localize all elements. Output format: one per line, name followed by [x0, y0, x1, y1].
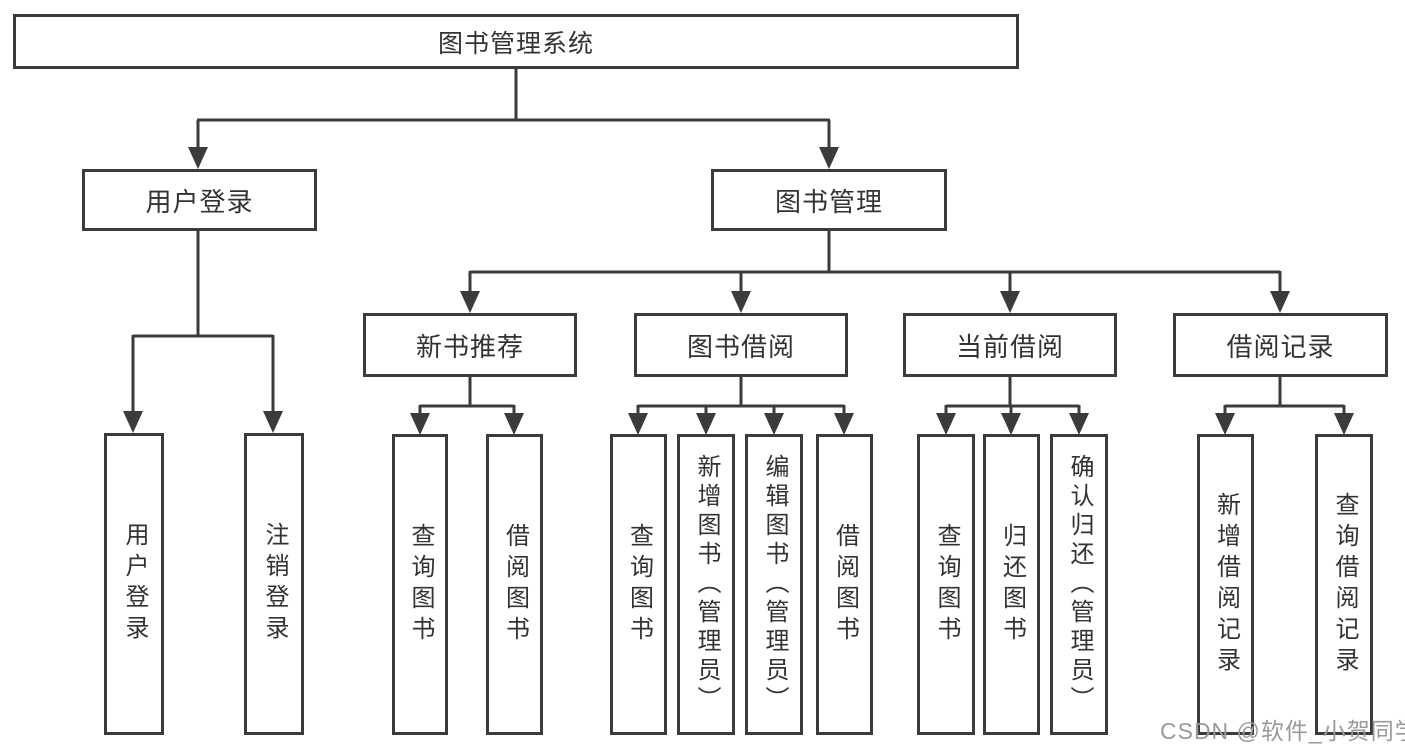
node-label: 用户登录 [145, 186, 254, 217]
node-label: 归还图书 [998, 522, 1026, 647]
node-bb-borrow-books: 借阅图书 [816, 434, 873, 735]
node-label: 图书借阅 [686, 331, 795, 362]
node-label: 查询图书 [407, 522, 434, 647]
node-label: 编辑图书（管理员） [761, 454, 788, 715]
node-cb-query-books: 查询图书 [917, 434, 975, 735]
node-borrowing-records: 借阅记录 [1173, 313, 1388, 377]
node-label: 图书管理 [774, 186, 883, 217]
node-cb-confirm-return-admin: 确认归还（管理员） [1050, 434, 1108, 735]
node-label: 图书管理系统 [437, 29, 594, 58]
node-label: 新书推荐 [415, 331, 524, 362]
node-br-query-record: 查询借阅记录 [1315, 434, 1373, 735]
arrow-down-icons [123, 147, 1354, 435]
node-label: 新增借阅记录 [1212, 491, 1240, 678]
node-label: 查询借阅记录 [1331, 491, 1358, 678]
node-current-borrowing: 当前借阅 [903, 313, 1117, 377]
node-new-book-recommendation: 新书推荐 [363, 313, 577, 377]
node-user-login: 用户登录 [82, 169, 317, 231]
node-bb-add-books-admin: 新增图书（管理员） [677, 434, 735, 735]
node-label: 新增图书（管理员） [693, 454, 720, 715]
node-library-management-system: 图书管理系统 [13, 14, 1019, 69]
node-label: 借阅图书 [831, 522, 859, 647]
node-logout: 注销登录 [244, 433, 304, 735]
node-nbr-borrow-books: 借阅图书 [486, 434, 543, 735]
node-bb-edit-books-admin: 编辑图书（管理员） [745, 434, 803, 735]
node-user-login-action: 用户登录 [104, 433, 164, 735]
node-label: 当前借阅 [955, 331, 1064, 362]
node-label: 查询图书 [625, 522, 653, 647]
node-cb-return-books: 归还图书 [983, 434, 1040, 735]
node-label: 注销登录 [261, 522, 288, 646]
csdn-watermark: CSDN @软件_小贺同学 [1160, 718, 1405, 744]
node-book-management: 图书管理 [711, 169, 947, 231]
node-br-add-record: 新增借阅记录 [1197, 434, 1254, 735]
node-label: 借阅记录 [1226, 331, 1335, 362]
node-label: 用户登录 [121, 522, 148, 646]
node-nbr-query-books: 查询图书 [392, 434, 448, 735]
node-label: 查询图书 [933, 522, 960, 647]
node-book-borrowing: 图书借阅 [634, 313, 848, 377]
node-bb-query-books: 查询图书 [610, 434, 667, 735]
node-label: 确认归还（管理员） [1066, 454, 1093, 715]
node-label: 借阅图书 [501, 522, 529, 647]
